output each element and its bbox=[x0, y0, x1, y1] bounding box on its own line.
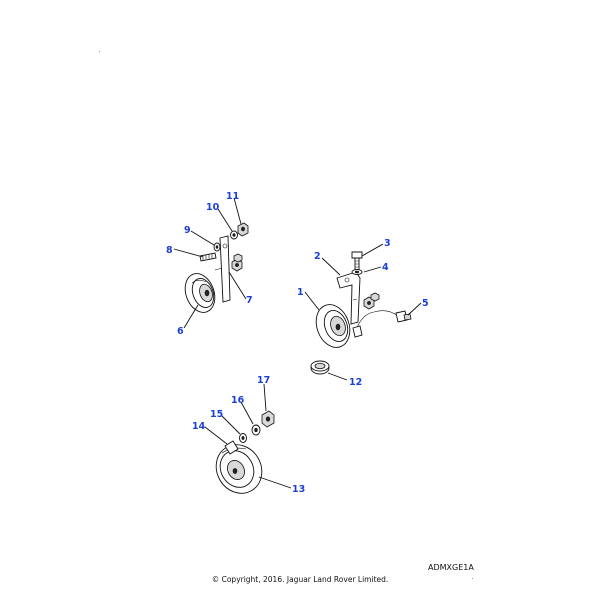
washer-part-4 bbox=[351, 269, 363, 275]
lower-horn-assembly bbox=[215, 410, 275, 494]
bracket-part-14 bbox=[224, 440, 239, 455]
nut-part-17 bbox=[261, 410, 275, 428]
nut-cluster-upper bbox=[231, 253, 243, 272]
callout-numbers: 1 2 3 4 5 6 7 8 9 10 11 12 13 14 15 16 1… bbox=[166, 191, 429, 495]
callout-4[interactable]: 4 bbox=[382, 262, 389, 273]
callout-7[interactable]: 7 bbox=[246, 295, 253, 306]
callout-3[interactable]: 3 bbox=[384, 238, 391, 249]
horn-part-13 bbox=[215, 444, 263, 494]
callout-2[interactable]: 2 bbox=[314, 251, 321, 262]
callout-14[interactable]: 14 bbox=[192, 421, 206, 432]
callout-11[interactable]: 11 bbox=[226, 191, 239, 202]
callout-12[interactable]: 12 bbox=[349, 377, 362, 388]
nut-part-11 bbox=[237, 222, 249, 237]
callout-8[interactable]: 8 bbox=[166, 245, 173, 256]
callout-10[interactable]: 10 bbox=[206, 202, 220, 213]
callout-1[interactable]: 1 bbox=[297, 287, 304, 298]
callout-13[interactable]: 13 bbox=[292, 484, 305, 495]
horn-part-6 bbox=[184, 273, 216, 313]
leader-lines bbox=[173, 197, 422, 489]
upper-left-horn-assembly bbox=[184, 222, 249, 313]
bolt-part-3 bbox=[351, 251, 363, 271]
callout-5[interactable]: 5 bbox=[422, 298, 429, 309]
lockwasher-part-10 bbox=[230, 230, 238, 240]
callout-9[interactable]: 9 bbox=[184, 225, 191, 236]
nut-cluster-right bbox=[363, 292, 380, 310]
lockwasher-part-16 bbox=[251, 424, 261, 436]
washer-part-15 bbox=[239, 433, 247, 443]
callout-15[interactable]: 15 bbox=[210, 409, 223, 420]
right-horn-assembly bbox=[310, 251, 412, 375]
drawing-reference-code: ADMXGE1A bbox=[428, 563, 474, 572]
horn-part-1 bbox=[315, 304, 351, 348]
callout-17[interactable]: 17 bbox=[257, 375, 270, 386]
washer-part-9 bbox=[213, 242, 221, 252]
lead-part-5 bbox=[352, 310, 412, 338]
stray-dot-mark bbox=[99, 51, 100, 52]
copyright-notice: © Copyright, 2016. Jaguar Land Rover Lim… bbox=[211, 575, 389, 584]
stray-dot-mark bbox=[472, 578, 473, 579]
callout-16[interactable]: 16 bbox=[231, 395, 245, 406]
bolt-part-8 bbox=[199, 252, 217, 262]
callout-6[interactable]: 6 bbox=[177, 326, 184, 337]
bracket-part-7 bbox=[214, 235, 231, 303]
grommet-part-12 bbox=[310, 360, 330, 375]
